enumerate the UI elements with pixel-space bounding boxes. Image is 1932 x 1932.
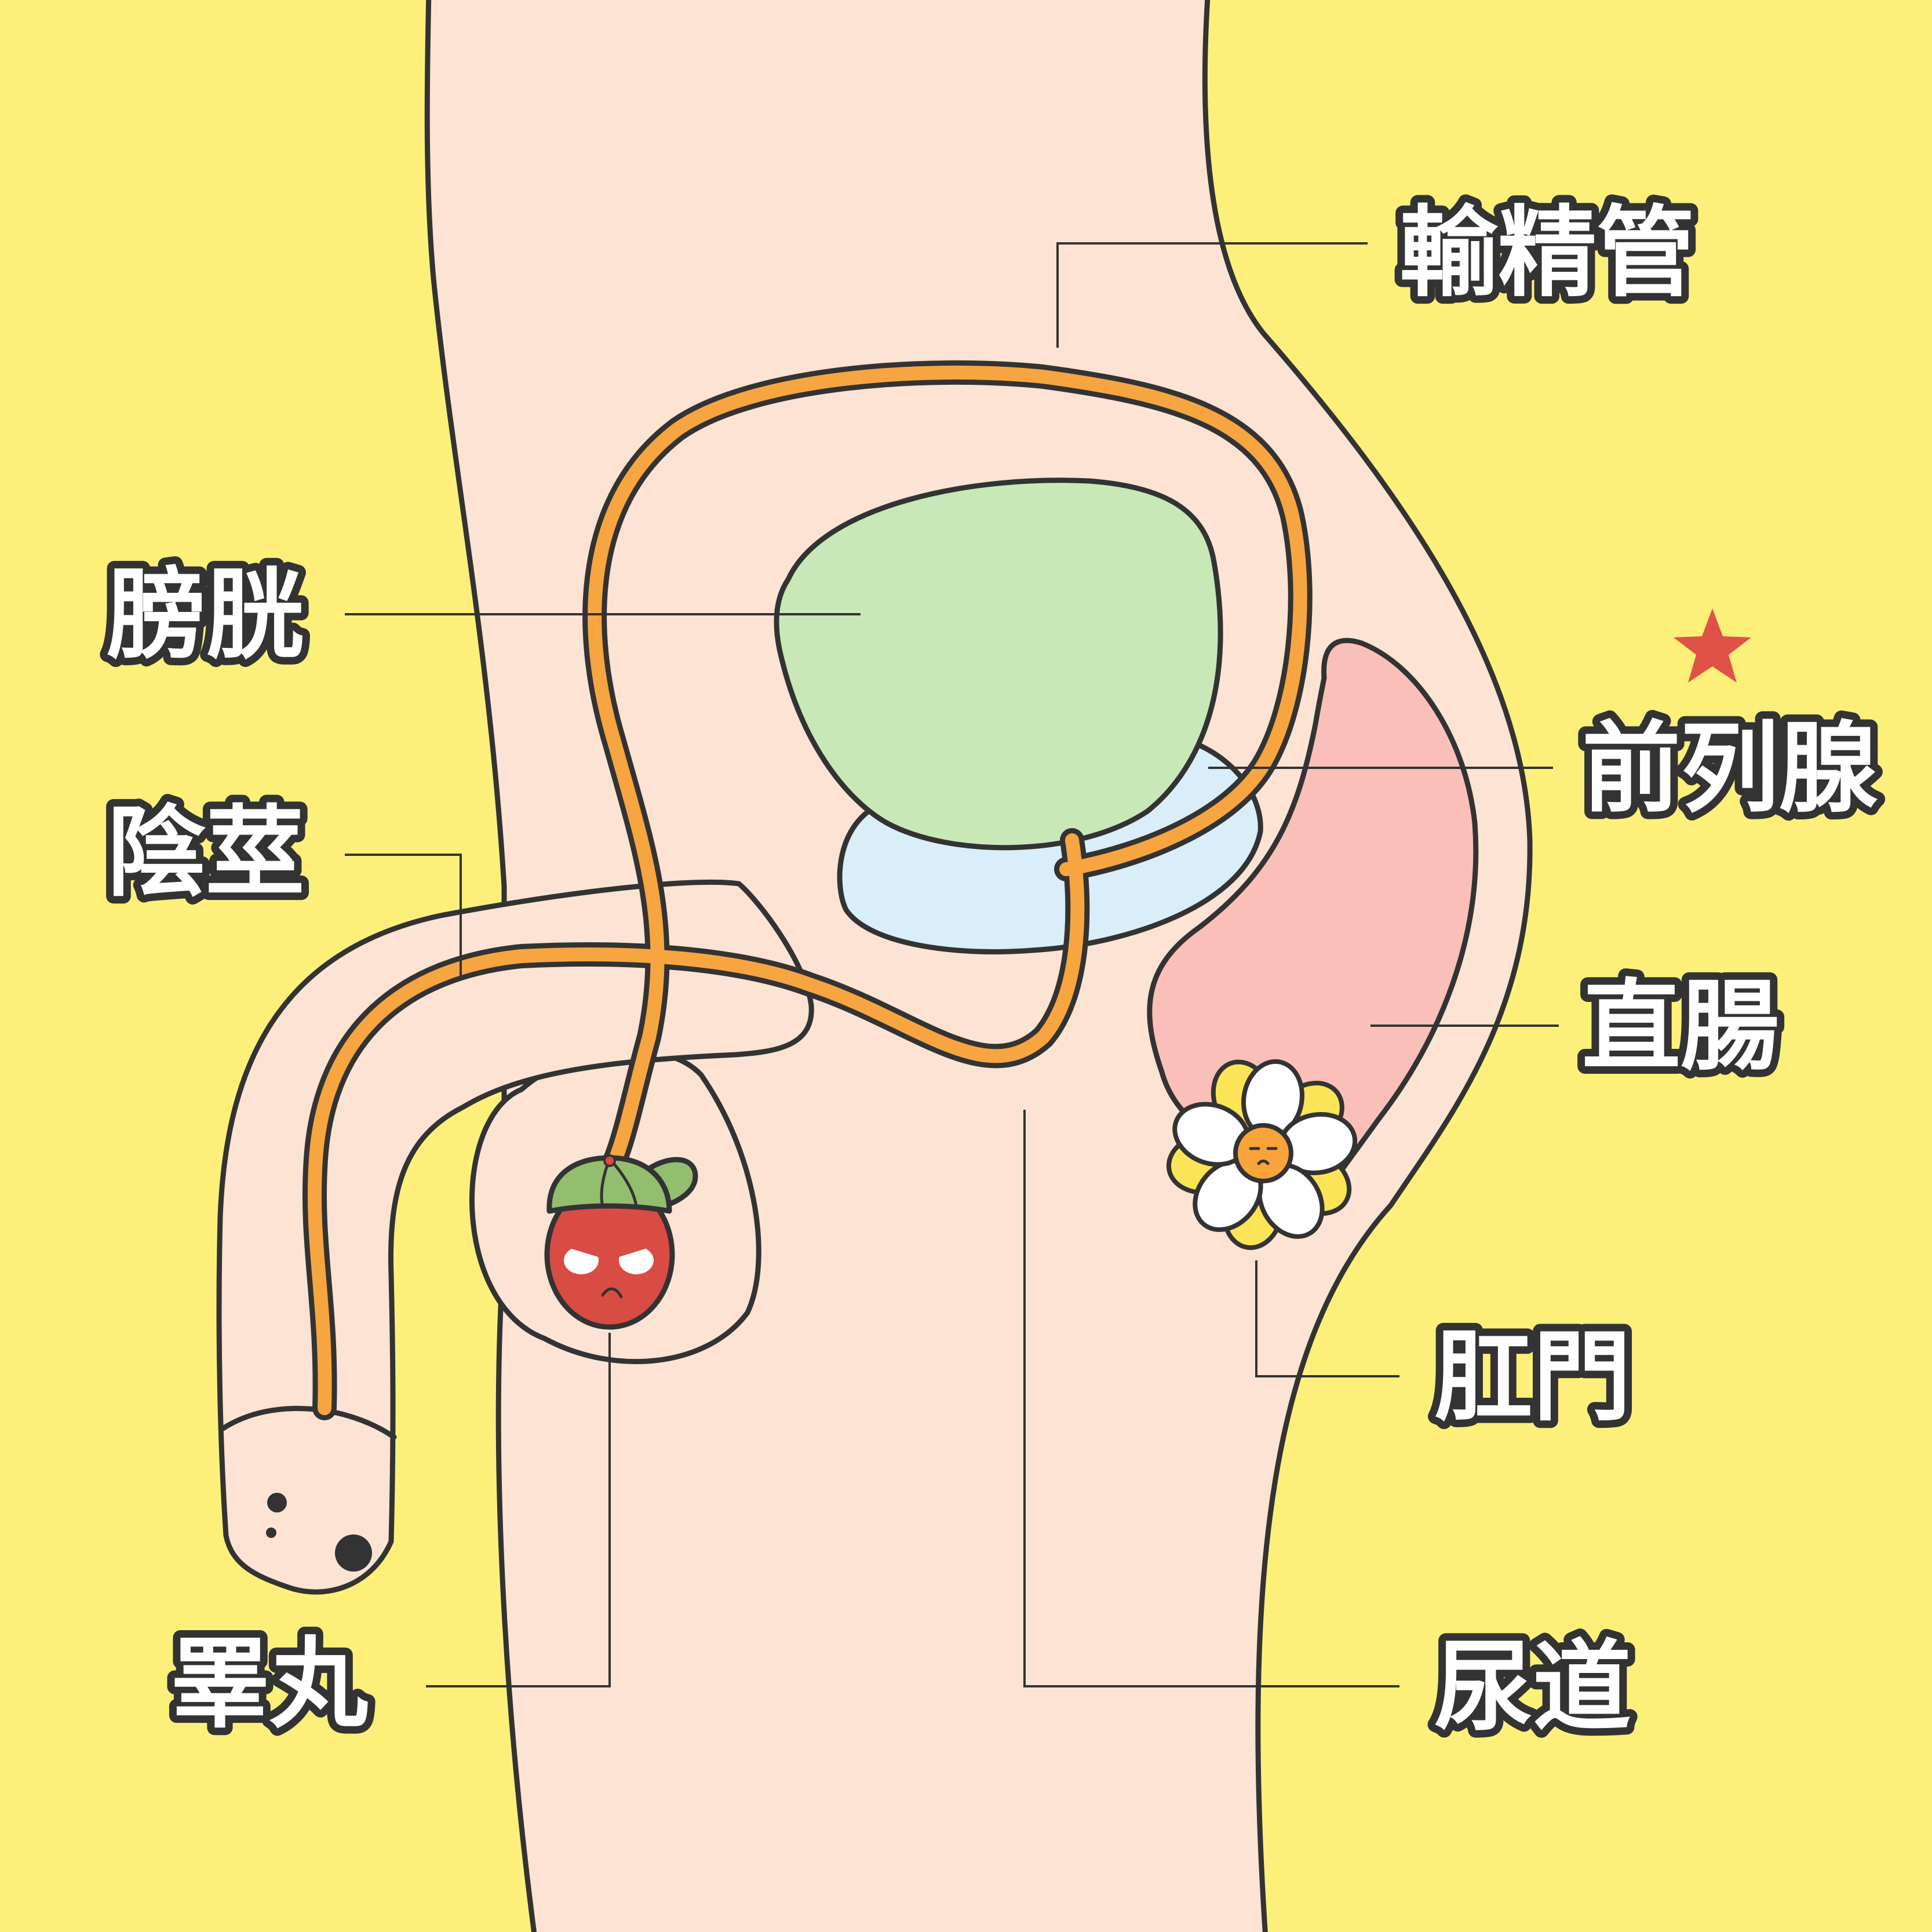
- label-prostate: 前列腺: [1582, 712, 1878, 826]
- label-rectum: 直腸: [1582, 969, 1779, 1084]
- leader-penis: [345, 854, 462, 979]
- label-anus: 肛門: [1434, 1320, 1631, 1435]
- glans-tip-dot: [335, 1534, 372, 1572]
- leader-anus: [1255, 1260, 1399, 1377]
- urethral-opening: [267, 1493, 287, 1512]
- glans-line: [220, 1406, 397, 1440]
- cap-button: [603, 1154, 616, 1167]
- front-petals: [1172, 1059, 1358, 1239]
- leader-vas-deferens: [1056, 242, 1368, 348]
- penis-shaft: [216, 879, 814, 1595]
- leader-urethra: [1023, 1110, 1399, 1687]
- vas-deferens-loop: [588, 365, 1307, 1172]
- label-vas-deferens: 輸精管: [1399, 196, 1695, 311]
- label-testis: 睪丸: [171, 1627, 368, 1742]
- leader-testis: [426, 1333, 611, 1687]
- cap-dome: [546, 1155, 672, 1214]
- star-icon: [1674, 608, 1751, 683]
- angry-brow: [562, 1246, 655, 1257]
- body-silhouette: [424, 0, 1533, 1932]
- flower-icon: [1166, 1059, 1358, 1251]
- urethral-opening-small: [266, 1528, 276, 1538]
- label-urethra: 尿道: [1434, 1630, 1631, 1745]
- frown-mouth: [601, 1287, 623, 1299]
- flower-center: [1233, 1123, 1293, 1183]
- bladder: [774, 477, 1223, 851]
- flower-face: [1249, 1147, 1278, 1165]
- testis-character-icon: [544, 1154, 698, 1330]
- label-bladder: 膀胱: [107, 558, 304, 673]
- label-penis: 陰莖: [107, 796, 304, 910]
